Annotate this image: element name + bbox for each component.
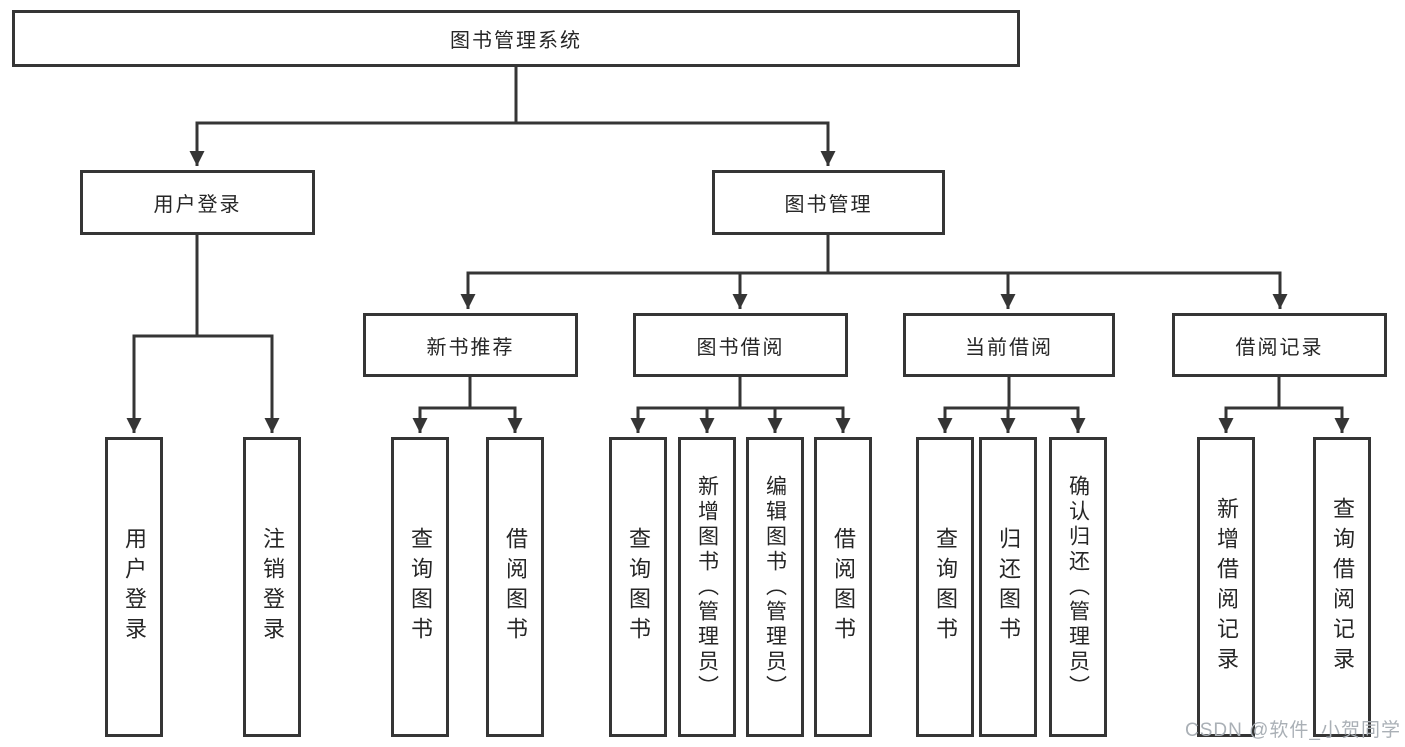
node-label: 用户登录 bbox=[153, 194, 242, 216]
leaf-label: 查询借阅记录 bbox=[1330, 497, 1355, 677]
leaf-label: 查询图书 bbox=[933, 527, 958, 647]
leaf-label: 编辑图书（管理员） bbox=[763, 474, 787, 700]
leaf-label: 归还图书 bbox=[996, 527, 1021, 647]
leaf-label: 新增借阅记录 bbox=[1214, 497, 1239, 677]
leaf-label: 借阅图书 bbox=[831, 527, 856, 647]
node-label: 新书推荐 bbox=[426, 336, 515, 359]
leaf-borrow-books-borrowing: 借阅图书 bbox=[814, 437, 872, 737]
leaf-query-books-borrowing: 查询图书 bbox=[609, 437, 667, 737]
leaf-query-books-current: 查询图书 bbox=[916, 437, 974, 737]
leaf-borrow-books-recommend: 借阅图书 bbox=[486, 437, 544, 737]
leaf-logout: 注销登录 bbox=[243, 437, 301, 737]
node-user-login: 用户登录 bbox=[80, 170, 315, 235]
node-borrowing-records: 借阅记录 bbox=[1172, 313, 1387, 377]
leaf-label: 新增图书（管理员） bbox=[695, 474, 719, 700]
node-label: 图书借阅 bbox=[696, 336, 785, 359]
leaf-label: 查询图书 bbox=[626, 527, 651, 647]
leaf-query-borrow-record: 查询借阅记录 bbox=[1313, 437, 1371, 737]
leaf-add-books-admin: 新增图书（管理员） bbox=[678, 437, 736, 737]
leaf-confirm-return-admin: 确认归还（管理员） bbox=[1049, 437, 1107, 737]
node-label: 当前借阅 bbox=[965, 336, 1053, 359]
node-new-book-recommend: 新书推荐 bbox=[363, 313, 578, 377]
leaf-add-borrow-record: 新增借阅记录 bbox=[1197, 437, 1255, 737]
node-label: 借阅记录 bbox=[1235, 336, 1324, 359]
node-library-management-system: 图书管理系统 bbox=[12, 10, 1020, 67]
node-label: 图书管理系统 bbox=[450, 30, 582, 52]
leaf-user-login: 用户登录 bbox=[105, 437, 163, 737]
leaf-query-books-recommend: 查询图书 bbox=[391, 437, 449, 737]
leaf-label: 注销登录 bbox=[260, 527, 285, 647]
leaf-label: 借阅图书 bbox=[503, 527, 528, 647]
leaf-return-books: 归还图书 bbox=[979, 437, 1037, 737]
node-current-borrowing: 当前借阅 bbox=[903, 313, 1115, 377]
csdn-watermark: CSDN @软件_小贺同学 bbox=[1185, 720, 1401, 741]
leaf-label: 查询图书 bbox=[408, 527, 433, 647]
leaf-label: 用户登录 bbox=[122, 527, 147, 647]
node-book-borrowing: 图书借阅 bbox=[633, 313, 848, 377]
node-label: 图书管理 bbox=[784, 194, 873, 216]
node-book-management: 图书管理 bbox=[712, 170, 945, 235]
leaf-label: 确认归还（管理员） bbox=[1066, 474, 1090, 700]
leaf-edit-books-admin: 编辑图书（管理员） bbox=[746, 437, 804, 737]
